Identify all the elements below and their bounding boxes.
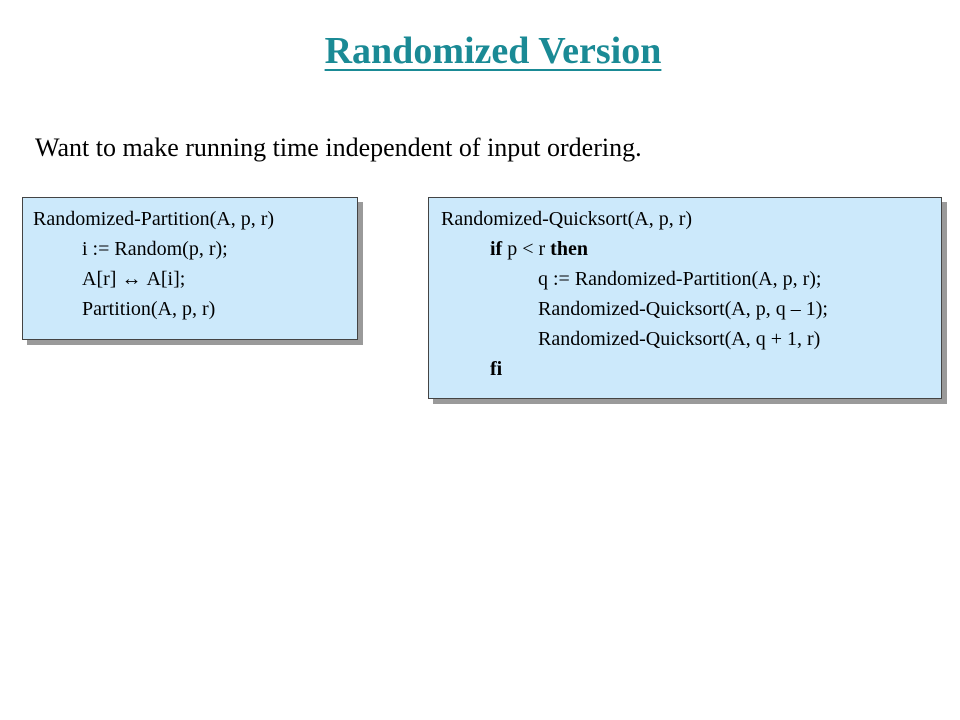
slide-title: Randomized Version: [324, 30, 662, 72]
partition-call-line: Partition(A, p, r): [82, 298, 216, 320]
swap-right: A[i];: [146, 268, 186, 290]
quicksort-right-recursion-line: Randomized-Quicksort(A, q + 1, r): [538, 328, 821, 350]
if-condition: p < r: [507, 238, 546, 260]
quicksort-partition-line: q := Randomized-Partition(A, p, r);: [538, 268, 822, 290]
quicksort-left-recursion-line: Randomized-Quicksort(A, p, q – 1);: [538, 298, 828, 320]
swap-arrow-icon: ↔: [121, 268, 142, 290]
if-keyword: if: [490, 238, 503, 260]
then-keyword: then: [550, 238, 588, 260]
slide-subtitle: Want to make running time independent of…: [35, 133, 642, 162]
swap-left: A[r]: [82, 268, 117, 290]
randomized-quicksort-box: Randomized-Quicksort(A, p, r) if p < r t…: [428, 197, 942, 399]
partition-swap-line: A[r] ↔ A[i];: [33, 264, 357, 294]
partition-header: Randomized-Partition(A, p, r): [33, 208, 275, 230]
partition-random-line: i := Random(p, r);: [82, 238, 228, 260]
fi-keyword: fi: [490, 358, 503, 380]
quicksort-header: Randomized-Quicksort(A, p, r): [441, 208, 693, 230]
quicksort-if-line: if p < r then: [441, 234, 941, 264]
randomized-partition-box: Randomized-Partition(A, p, r) i := Rando…: [22, 197, 358, 340]
